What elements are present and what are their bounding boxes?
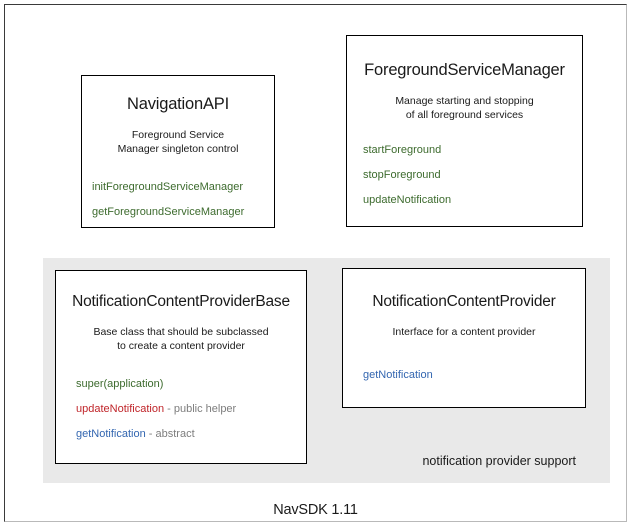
class-member-name: getForegroundServiceManager — [92, 205, 245, 218]
class-member-note: - abstract — [145, 427, 195, 440]
class-description-navigation-api: Foreground Service Manager singleton con… — [82, 129, 274, 157]
class-member-name: super(application) — [76, 377, 164, 390]
class-description-notification-content-provider: Interface for a content provider — [343, 326, 585, 340]
class-member-name: updateNotification — [363, 193, 452, 206]
member-list-foreground-service-manager: startForeground stopForeground updateNotif… — [347, 143, 582, 206]
class-description-line: Interface for a content provider — [392, 326, 536, 339]
class-description-line: Manage starting and stopping — [395, 95, 534, 108]
member-list-navigation-api: initForegroundServiceManager getForegroun… — [82, 180, 274, 218]
class-member-note: - public helper — [164, 402, 237, 415]
class-member-name: startForeground — [363, 143, 442, 156]
class-member: startForeground — [363, 143, 582, 156]
class-description-line: Foreground Service — [131, 129, 225, 142]
class-description-line: Manager singleton control — [117, 143, 239, 155]
class-description-notification-content-provider-base: Base class that should be subclassed to … — [56, 326, 306, 354]
class-member-name: updateNotification — [76, 402, 165, 415]
class-member: updateNotification — [363, 193, 582, 206]
class-member-name: getNotification — [363, 368, 433, 381]
class-member: updateNotification - public helper — [76, 402, 306, 415]
slide-frame: notification provider support Navigation… — [4, 4, 627, 522]
class-title-foreground-service-manager: ForegroundServiceManager — [364, 61, 565, 79]
class-title-notification-content-provider-base: NotificationContentProviderBase — [72, 293, 290, 310]
class-box-navigation-api[interactable]: NavigationAPI Foreground Service Manager… — [81, 75, 275, 228]
class-description-line: of all foreground services — [405, 109, 524, 121]
class-title-navigation-api: NavigationAPI — [127, 95, 229, 113]
footer-caption: NavSDK 1.11 — [273, 502, 358, 518]
class-title-notification-content-provider: NotificationContentProvider — [372, 293, 556, 310]
class-description-line: Base class that should be subclassed — [93, 326, 269, 339]
class-description-foreground-service-manager: Manage starting and stopping of all fore… — [347, 95, 582, 123]
class-box-notification-content-provider[interactable]: NotificationContentProvider Interface fo… — [342, 268, 586, 408]
class-member: stopForeground — [363, 168, 582, 181]
class-member: getNotification - abstract — [76, 427, 306, 440]
class-member: getNotification — [363, 368, 585, 381]
class-member: getForegroundServiceManager — [92, 205, 274, 218]
member-list-notification-content-provider: getNotification — [343, 368, 585, 381]
member-list-notification-content-provider-base: super(application) updateNotification - p… — [56, 377, 306, 440]
group-label-notification-provider-support: notification provider support — [422, 454, 576, 468]
class-description-line: to create a content provider — [117, 339, 245, 352]
class-box-foreground-service-manager[interactable]: ForegroundServiceManager Manage starting… — [346, 35, 583, 227]
class-box-notification-content-provider-base[interactable]: NotificationContentProviderBase Base cla… — [55, 270, 307, 464]
class-member-name: getNotification — [76, 427, 146, 440]
class-member-name: initForegroundServiceManager — [92, 180, 244, 193]
class-member: super(application) — [76, 377, 306, 390]
class-member: initForegroundServiceManager — [92, 180, 274, 193]
class-member-name: stopForeground — [363, 168, 441, 181]
